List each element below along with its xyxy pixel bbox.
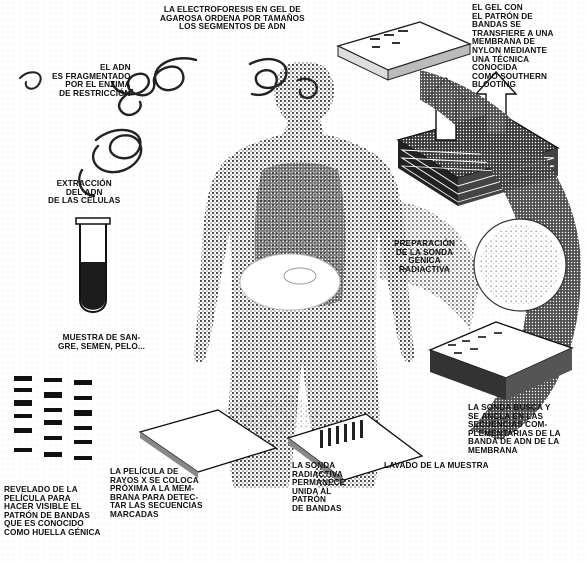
label-preparacion-sonda: PREPARACIÓN DE LA SONDA GÉNICA RADIACTIV… bbox=[394, 240, 455, 274]
label-adn-fragmentado: EL ADN ES FRAGMENTADO POR EL ENZIMA DE R… bbox=[52, 64, 131, 98]
label-revelado: REVELADO DE LA PELÍCULA PARA HACER VISIB… bbox=[4, 486, 101, 538]
label-sonda-radiactiva: LA SONDA RADIACTIVA PERMANECE UNIDA AL P… bbox=[292, 462, 345, 514]
label-gel-transfer: EL GEL CON EL PATRÓN DE BANDAS SE TRANSF… bbox=[472, 4, 554, 90]
gel-disc bbox=[240, 254, 340, 310]
label-lavado: LAVADO DE LA MUESTRA bbox=[384, 462, 489, 471]
radioactive-probe-disc bbox=[474, 219, 566, 311]
label-extraccion: EXTRACCIÓN DEL ADN DE LAS CÉLULAS bbox=[48, 180, 120, 206]
label-sonda-busca: LA SONDA BUSCA Y SE ANCLA EN LAS SECUENC… bbox=[468, 404, 561, 456]
test-tube-icon bbox=[76, 218, 110, 312]
label-pelicula: LA PELÍCULA DE RAYOS X SE COLOCA PRÓXIMA… bbox=[110, 468, 203, 520]
label-muestra: MUESTRA DE SAN- GRE, SEMEN, PELO... bbox=[58, 334, 145, 351]
label-electroforesis: LA ELECTROFORESIS EN GEL DE AGAROSA ORDE… bbox=[160, 6, 305, 32]
